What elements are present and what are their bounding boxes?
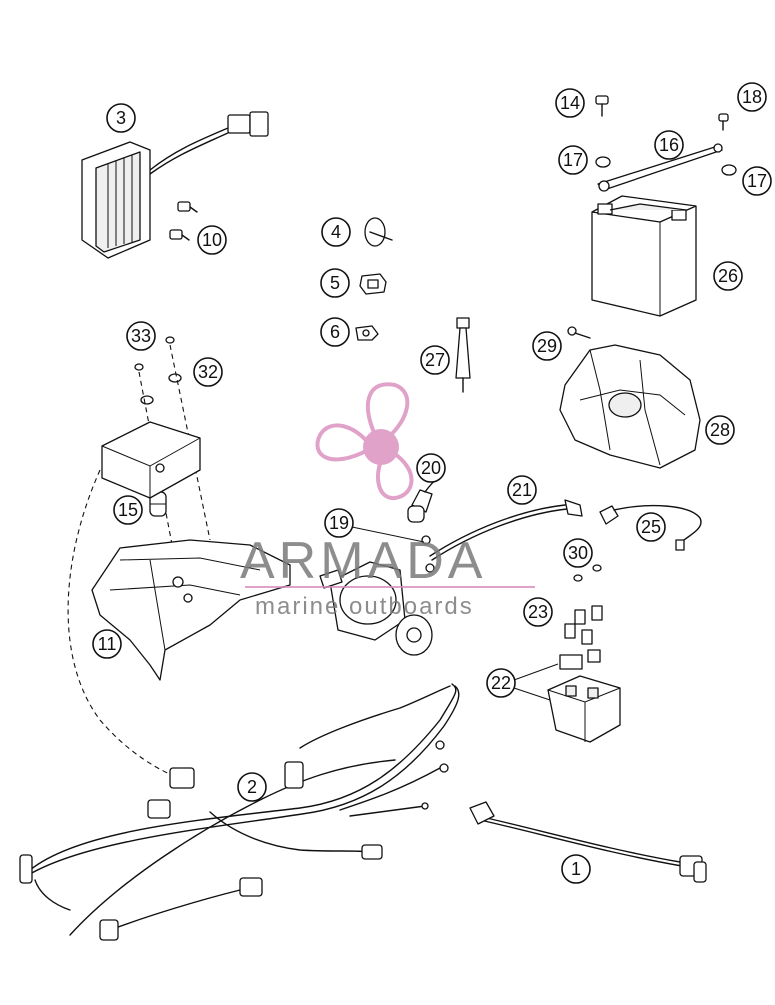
svg-text:4: 4 <box>331 222 341 242</box>
holder-part <box>355 325 379 341</box>
leader-19 <box>351 526 425 543</box>
cable-tie-part <box>364 217 393 247</box>
svg-text:3: 3 <box>116 108 126 128</box>
fuse-box-part <box>547 649 621 743</box>
svg-text:17: 17 <box>563 150 583 170</box>
svg-text:16: 16 <box>659 135 679 155</box>
main-wiring-harness-part <box>19 683 460 941</box>
clip-part <box>359 273 387 295</box>
callout-1: 1 <box>561 854 591 884</box>
callout-11: 11 <box>92 629 122 659</box>
watermark: ARMADA marine outboards <box>240 382 535 620</box>
callout-4: 4 <box>321 217 351 247</box>
svg-text:30: 30 <box>568 543 588 563</box>
callout-32: 32 <box>193 357 223 387</box>
fuses-part <box>564 605 603 645</box>
svg-text:14: 14 <box>560 93 580 113</box>
callout-6: 6 <box>320 317 350 347</box>
callout-19: 19 <box>324 508 354 538</box>
svg-text:19: 19 <box>329 513 349 533</box>
svg-text:17: 17 <box>747 171 767 191</box>
callout-14: 14 <box>555 88 585 118</box>
small-screws-part <box>573 564 602 582</box>
svg-text:26: 26 <box>718 266 738 286</box>
callout-33: 33 <box>126 321 156 351</box>
callout-5: 5 <box>320 268 350 298</box>
svg-text:23: 23 <box>528 602 548 622</box>
battery-hardware-part <box>595 95 737 192</box>
callout-10: 10 <box>197 225 227 255</box>
svg-text:6: 6 <box>330 322 340 342</box>
svg-text:15: 15 <box>118 500 138 520</box>
svg-text:32: 32 <box>198 362 218 382</box>
leader-22b <box>513 687 551 701</box>
svg-text:22: 22 <box>491 673 511 693</box>
electronics-bracket-part <box>91 539 291 681</box>
callout-3: 3 <box>106 103 136 133</box>
svg-text:25: 25 <box>641 517 661 537</box>
svg-text:33: 33 <box>131 326 151 346</box>
connector-cable-part <box>469 801 707 883</box>
svg-text:11: 11 <box>98 634 117 654</box>
callout-20: 20 <box>416 453 446 483</box>
control-module-part <box>101 421 201 499</box>
callout-27: 27 <box>420 345 450 375</box>
callout-17: 17 <box>558 145 588 175</box>
callout-17-right: 17 <box>742 166 772 196</box>
fuse-puller-part <box>455 317 471 393</box>
callout-21: 21 <box>507 475 537 505</box>
callout-30: 30 <box>563 538 593 568</box>
watermark-brand: ARMADA <box>240 532 486 590</box>
bolts-part <box>169 201 198 241</box>
watermark-propeller-icon <box>315 382 414 501</box>
svg-text:10: 10 <box>202 230 222 250</box>
callout-26: 26 <box>713 261 743 291</box>
callout-29: 29 <box>532 331 562 361</box>
svg-text:5: 5 <box>330 273 340 293</box>
svg-text:20: 20 <box>421 458 441 478</box>
callout-22: 22 <box>486 668 516 698</box>
callout-15: 15 <box>113 495 143 525</box>
svg-text:29: 29 <box>537 336 557 356</box>
voltage-regulator-part <box>81 111 269 259</box>
svg-text:1: 1 <box>571 859 581 879</box>
battery-cable-part <box>599 504 702 551</box>
screw-part <box>567 326 591 339</box>
svg-text:18: 18 <box>742 87 762 107</box>
callout-18: 18 <box>737 82 767 112</box>
watermark-tagline: marine outboards <box>255 593 474 620</box>
routing-dashed-line <box>67 469 179 779</box>
callout-25: 25 <box>636 512 666 542</box>
svg-text:28: 28 <box>710 420 730 440</box>
svg-text:21: 21 <box>512 480 532 500</box>
starter-cable-part <box>429 499 583 561</box>
battery-holder-part <box>559 344 701 469</box>
svg-text:27: 27 <box>425 350 445 370</box>
leader-22a <box>513 663 559 681</box>
callout-16: 16 <box>654 130 684 160</box>
callout-28: 28 <box>705 415 735 445</box>
svg-text:2: 2 <box>247 777 257 797</box>
battery-part <box>591 195 697 317</box>
starter-relay-part <box>319 535 435 656</box>
callout-23: 23 <box>523 597 553 627</box>
callout-2: 2 <box>237 772 267 802</box>
